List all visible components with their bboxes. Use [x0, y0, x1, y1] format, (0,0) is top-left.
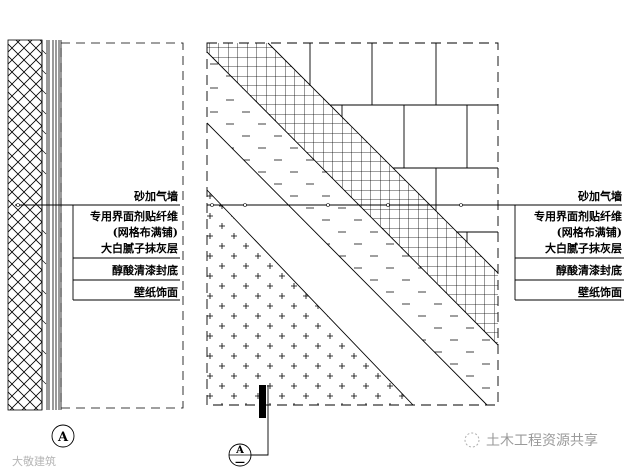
dashed-boundary: [60, 42, 184, 409]
watermark-right: 土木工程资源共享: [464, 432, 598, 449]
section-mark-label: A: [57, 430, 69, 445]
watermark-text: 土木工程资源共享: [486, 432, 598, 449]
section-leader: [251, 385, 269, 456]
right-elevation-detail: 砂加气墙 专用界面剂贴纤维 (网格布满铺) 大白腻子抹灰层 醇酸清漆封底 壁纸饰…: [206, 42, 624, 468]
finish-layers: [41, 40, 62, 410]
left-section-detail: 砂加气墙 专用界面剂贴纤维 (网格布满铺) 大白腻子抹灰层 醇酸清漆封底 壁纸饰…: [7, 39, 184, 448]
label-putty: 大白腻子抹灰层: [101, 241, 178, 255]
label-wall: 砂加气墙: [578, 189, 622, 203]
dashed-boundary: [206, 42, 499, 406]
ticks: [41, 49, 47, 385]
label-table: [72, 205, 180, 301]
label-wall: 砂加气墙: [134, 189, 178, 203]
label-putty: 大白腻子抹灰层: [545, 241, 622, 255]
label-wallpaper: 壁纸饰面: [134, 285, 178, 299]
label-mesh: (网格布满铺): [557, 225, 622, 239]
watermark-left: 大敬建筑: [12, 454, 56, 468]
label-varnish: 醇酸清漆封底: [556, 263, 622, 277]
section-mark-circle: [51, 424, 75, 448]
dash-hatch-zone: [207, 52, 498, 405]
label-varnish: 醇酸清漆封底: [112, 263, 178, 277]
wechat-icon: [464, 432, 480, 448]
section-mark-top: A: [235, 445, 244, 456]
section-cut-bar: [259, 385, 266, 418]
masonry-hatch: [7, 39, 43, 411]
label-interface: 专用界面剂贴纤维: [90, 209, 178, 223]
label-wallpaper: 壁纸饰面: [578, 285, 622, 299]
label-interface: 专用界面剂贴纤维: [534, 209, 622, 223]
label-table: [514, 205, 624, 301]
label-mesh: (网格布满铺): [113, 225, 178, 239]
mesh-grid-zone: [207, 43, 498, 345]
section-mark-bottom: —: [235, 457, 245, 468]
